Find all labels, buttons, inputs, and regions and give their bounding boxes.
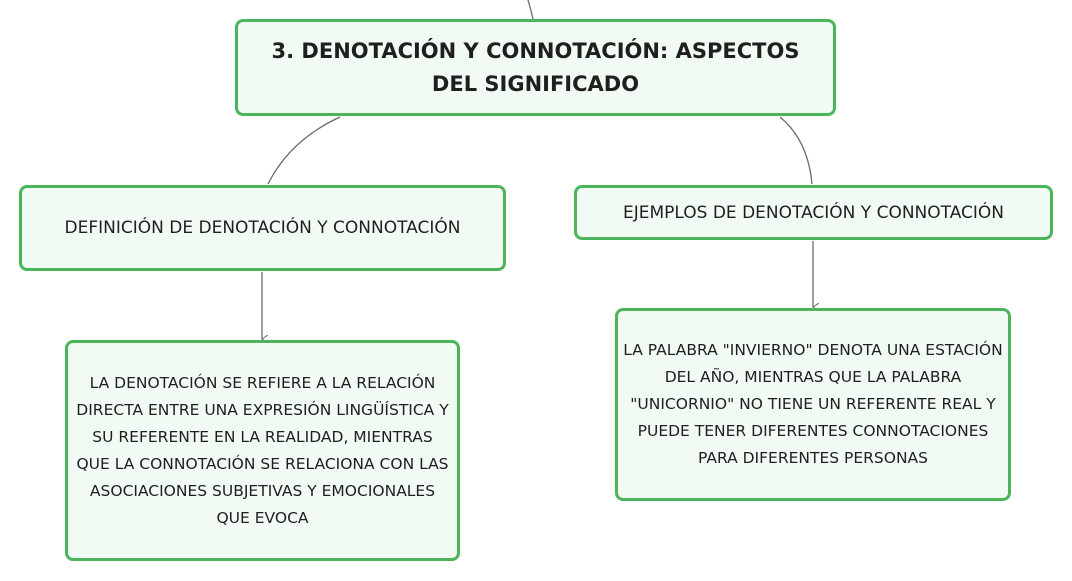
- root-topic-node[interactable]: 3. DENOTACIÓN Y CONNOTACIÓN: ASPECTOS DE…: [235, 19, 836, 116]
- branch-node-examples[interactable]: EJEMPLOS DE DENOTACIÓN Y CONNOTACIÓN: [574, 185, 1053, 240]
- branch-definition-label: DEFINICIÓN DE DENOTACIÓN Y CONNOTACIÓN: [64, 218, 461, 238]
- detail-examples-text: LA PALABRA "INVIERNO" DENOTA UNA ESTACIÓ…: [623, 341, 1003, 467]
- branch-examples-label: EJEMPLOS DE DENOTACIÓN Y CONNOTACIÓN: [622, 202, 1005, 223]
- connector-root-to-definition: [267, 116, 341, 185]
- branch-node-definition[interactable]: DEFINICIÓN DE DENOTACIÓN Y CONNOTACIÓN: [19, 185, 506, 271]
- root-topic-label: 3. DENOTACIÓN Y CONNOTACIÓN: ASPECTOS DE…: [271, 38, 800, 96]
- detail-node-definition[interactable]: LA DENOTACIÓN SE REFIERE A LA RELACIÓN D…: [65, 340, 460, 561]
- detail-definition-text: LA DENOTACIÓN SE REFIERE A LA RELACIÓN D…: [76, 373, 449, 527]
- connector-incoming-root: [527, 0, 534, 20]
- connector-root-to-examples: [779, 116, 813, 185]
- detail-node-examples[interactable]: LA PALABRA "INVIERNO" DENOTA UNA ESTACIÓ…: [615, 308, 1011, 501]
